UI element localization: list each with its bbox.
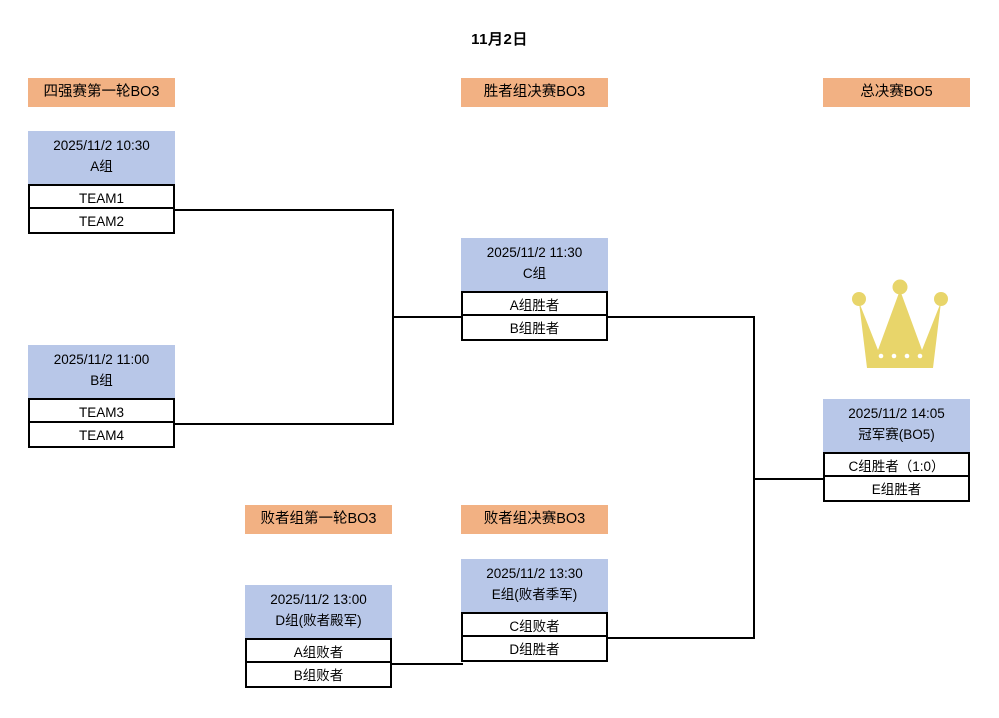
match-slot-b-2[interactable]: TEAM4 [28, 422, 175, 448]
match-slot-c-1[interactable]: A组胜者 [461, 290, 608, 316]
crown-peak-right [934, 292, 948, 306]
connector-junction-to-c [392, 316, 462, 318]
match-card-b[interactable]: 2025/11/2 11:00 B组 TEAM3 TEAM4 [28, 345, 175, 448]
match-header-c: 2025/11/2 11:30 C组 [461, 238, 608, 291]
match-name-d: D组(败者殿军) [275, 612, 362, 628]
connector-d-to-e [392, 663, 463, 665]
crown-icon-svg [852, 279, 948, 368]
match-slot-final-1[interactable]: C组胜者（1:0） [823, 451, 970, 477]
match-time-final: 2025/11/2 14:05 [848, 406, 945, 421]
match-card-a[interactable]: 2025/11/2 10:30 A组 TEAM1 TEAM2 [28, 131, 175, 234]
match-time-c: 2025/11/2 11:30 [486, 245, 583, 260]
match-time-e: 2025/11/2 13:30 [486, 566, 583, 581]
match-header-b: 2025/11/2 11:00 B组 [28, 345, 175, 398]
match-slot-d-2[interactable]: B组败者 [245, 662, 392, 688]
match-name-c: C组 [522, 265, 547, 281]
connector-ce-junction [753, 316, 755, 639]
match-slot-e-2[interactable]: D组胜者 [461, 636, 608, 662]
match-name-b: B组 [90, 372, 113, 388]
match-card-d[interactable]: 2025/11/2 13:00 D组(败者殿军) A组败者 B组败者 [245, 585, 392, 688]
match-slot-b-1[interactable]: TEAM3 [28, 397, 175, 423]
match-name-e: E组(败者季军) [491, 586, 578, 602]
match-card-e[interactable]: 2025/11/2 13:30 E组(败者季军) C组败者 D组胜者 [461, 559, 608, 662]
crown-peak-center [892, 279, 908, 295]
match-slot-final-2[interactable]: E组胜者 [823, 476, 970, 502]
crown-icon [845, 276, 955, 371]
match-name-final: 冠军赛(BO5) [858, 426, 935, 442]
match-header-a: 2025/11/2 10:30 A组 [28, 131, 175, 184]
round-label-losers-final: 败者组决赛BO3 [461, 505, 608, 534]
match-time-a: 2025/11/2 10:30 [53, 138, 150, 153]
crown-jewel-2 [891, 353, 897, 359]
round-label-winners-final: 胜者组决赛BO3 [461, 78, 608, 107]
match-slot-e-1[interactable]: C组败者 [461, 611, 608, 637]
crown-jewel-3 [904, 353, 910, 359]
match-card-final[interactable]: 2025/11/2 14:05 冠军赛(BO5) C组胜者（1:0） E组胜者 [823, 399, 970, 502]
match-time-b: 2025/11/2 11:00 [53, 352, 150, 367]
match-name-a: A组 [90, 158, 113, 174]
connector-junction-to-final [753, 478, 825, 480]
connector-c-to-final [608, 316, 755, 318]
match-slot-a-1[interactable]: TEAM1 [28, 183, 175, 209]
page-title: 11月2日 [471, 31, 528, 48]
match-header-final: 2025/11/2 14:05 冠军赛(BO5) [823, 399, 970, 452]
match-card-c[interactable]: 2025/11/2 11:30 C组 A组胜者 B组胜者 [461, 238, 608, 341]
match-slot-a-2[interactable]: TEAM2 [28, 208, 175, 234]
crown-peak-left [852, 292, 866, 306]
connector-e-to-final [608, 637, 755, 639]
match-header-e: 2025/11/2 13:30 E组(败者季军) [461, 559, 608, 612]
crown-body [859, 290, 941, 368]
connector-b-to-c [175, 423, 394, 425]
crown-jewel-4 [917, 353, 923, 359]
match-slot-c-2[interactable]: B组胜者 [461, 315, 608, 341]
match-slot-d-1[interactable]: A组败者 [245, 637, 392, 663]
crown-jewel-1 [878, 353, 884, 359]
connector-a-to-c [175, 209, 394, 211]
round-label-upper-round-1: 四强赛第一轮BO3 [28, 78, 175, 107]
round-label-losers-round-1: 败者组第一轮BO3 [245, 505, 392, 534]
round-label-grand-final: 总决赛BO5 [823, 78, 970, 107]
match-header-d: 2025/11/2 13:00 D组(败者殿军) [245, 585, 392, 638]
match-time-d: 2025/11/2 13:00 [270, 592, 367, 607]
